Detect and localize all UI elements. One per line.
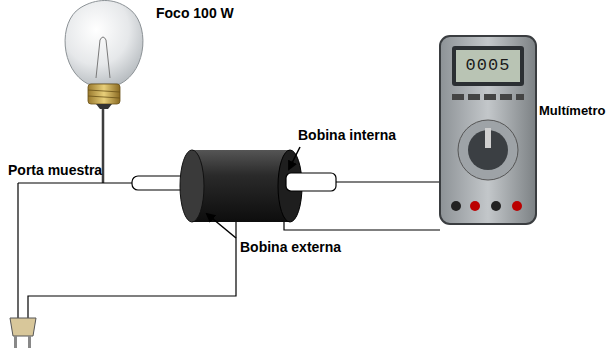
display-reading: 0005: [466, 57, 511, 76]
multimeter: [440, 36, 536, 224]
part-label: Bobina externa: [240, 240, 341, 255]
outer-coil: [180, 150, 302, 222]
part-label: Porta muestra: [8, 163, 102, 178]
part-label: Multímetro: [539, 104, 605, 118]
power-plug: [10, 318, 36, 348]
leader-arrow: [207, 214, 236, 238]
wires: [18, 108, 440, 318]
light-bulb: [65, 1, 143, 110]
part-label: Bobina interna: [298, 128, 396, 143]
part-label: Foco 100 W: [156, 6, 234, 21]
inner-coil: [286, 173, 336, 191]
leader-arrow: [289, 147, 300, 169]
